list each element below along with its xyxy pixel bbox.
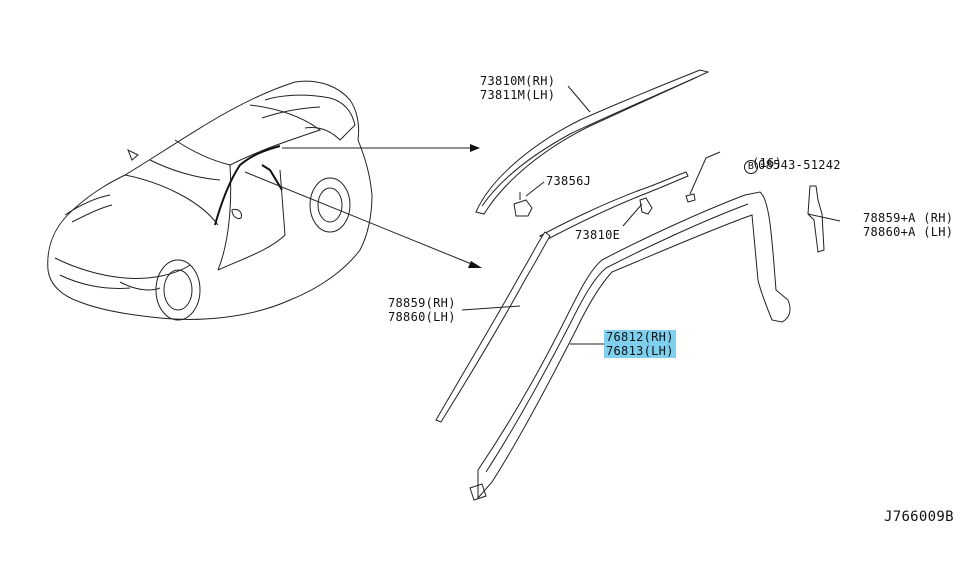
bolt-badge-icon: B	[744, 160, 759, 174]
clip-part	[513, 192, 533, 217]
weatherstrip-part	[435, 231, 551, 423]
small-seal-part	[807, 185, 825, 253]
diagram-id: J766009B	[884, 509, 954, 525]
roof-moulding-part	[475, 69, 710, 215]
leader-lines	[461, 85, 841, 345]
label-73810e: 73810E	[575, 228, 621, 242]
label-78860a: 78860+A (LH)	[863, 225, 954, 239]
label-76812: 76812(RH)	[604, 330, 676, 344]
door-weatherstrip-part	[469, 191, 791, 501]
label-bolt-qty: (16)	[752, 156, 783, 170]
drip-moulding-part	[539, 171, 689, 241]
label-73856j: 73856J	[546, 174, 592, 188]
label-73810m: 73810M(RH)	[480, 74, 556, 88]
callout-arrows	[244, 144, 482, 268]
label-78860: 78860(LH)	[388, 310, 456, 324]
label-78859a: 78859+A (RH)	[863, 211, 954, 225]
label-76813: 76813(LH)	[604, 344, 676, 358]
bolt-part	[685, 151, 721, 203]
label-78859: 78859(RH)	[388, 296, 456, 310]
label-73811m: 73811M(LH)	[480, 88, 556, 102]
car-illustration	[47, 80, 373, 321]
